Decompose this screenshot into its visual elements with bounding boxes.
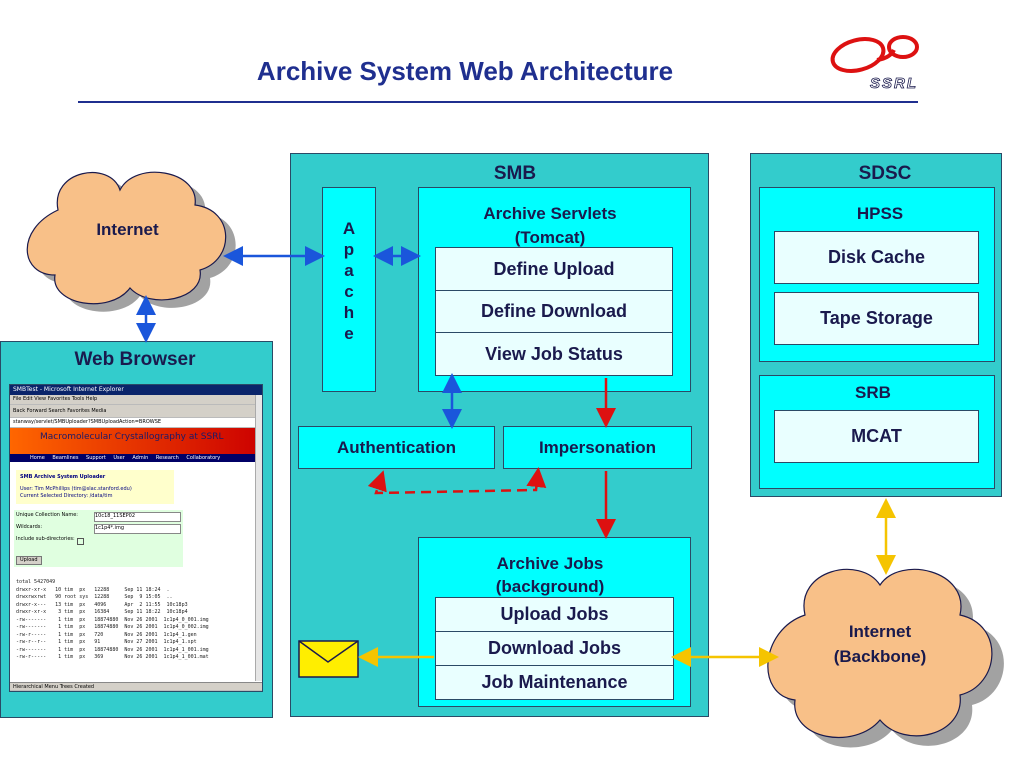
listing-line: drwxr-xr-x 10 tim px 12288 Sep 11 18:24 … bbox=[16, 586, 170, 593]
job-maintenance: Job Maintenance bbox=[435, 665, 674, 700]
browser-nav: Home Beamlines Support User Admin Resear… bbox=[10, 454, 262, 462]
listing-line: drwxrwxrwt 90 root sys 12288 Sep 9 15:05… bbox=[16, 594, 173, 600]
apache-box: A p a c h e bbox=[322, 187, 376, 392]
browser-menu-bar: File Edit View Favorites Tools Help bbox=[10, 395, 262, 405]
uploader-title: SMB Archive System Uploader bbox=[20, 474, 106, 480]
form-label: Include sub-directories: bbox=[16, 536, 75, 542]
servlets-sublabel: (Tomcat) bbox=[514, 228, 586, 247]
jobs-label: Archive Jobs bbox=[496, 554, 604, 573]
subdir-checkbox[interactable] bbox=[76, 538, 84, 545]
servlets-label: Archive Servlets bbox=[483, 204, 617, 223]
page-title: Archive System Web Architecture bbox=[256, 56, 674, 86]
browser-address-bar: stanway/servlet/SMBUploader?SMBUploadAct… bbox=[10, 418, 262, 428]
web-browser-label: Web Browser bbox=[74, 349, 196, 370]
srb-label: SRB bbox=[855, 383, 891, 402]
listing-line: -rw-r--r-- 1 tim px 91 Nov 27 2001 1c1p4… bbox=[16, 639, 197, 645]
listing-line: -rw------- 1 tim px 18874880 Nov 26 2001… bbox=[16, 616, 209, 623]
mcat: MCAT bbox=[774, 410, 979, 463]
internet-cloud bbox=[26, 171, 236, 312]
apache-letter: A bbox=[342, 219, 356, 238]
listing-line: -rw-r----- 1 tim px 369 Nov 26 2001 1c1p… bbox=[16, 654, 209, 660]
uploader-info: SMB Archive System Uploader User: Tim Mc… bbox=[16, 470, 174, 504]
apache-letter: c bbox=[344, 282, 354, 301]
uploader-user: User: Tim McPhillips (tim@slac.stanford.… bbox=[20, 486, 132, 492]
authentication-label: Authentication bbox=[337, 437, 456, 457]
collection-name-input[interactable]: 10c18_11SEP02 bbox=[94, 512, 181, 522]
browser-screenshot: SMBTest - Microsoft Internet Explorer Fi… bbox=[9, 384, 263, 692]
form-label: Unique Collection Name: bbox=[16, 512, 78, 518]
form-label: Wildcards: bbox=[16, 524, 43, 530]
jobs-sublabel: (background) bbox=[495, 577, 605, 596]
ssrl-logo: SSRL bbox=[830, 35, 919, 92]
browser-banner: Macromolecular Crystallography at SSRL bbox=[10, 428, 262, 454]
define-download: Define Download bbox=[435, 290, 673, 333]
listing-line: -rw-r----- 1 tim px 720 Nov 26 2001 1c1p… bbox=[16, 631, 197, 638]
backbone-cloud-line2: (Backbone) bbox=[833, 647, 927, 666]
auth-impersonation-dashed-link bbox=[367, 467, 547, 495]
listing-line: drwxr-xr-x 3 tim px 16384 Sep 11 18:22 1… bbox=[16, 609, 188, 615]
authentication-box: Authentication bbox=[298, 426, 495, 469]
define-upload: Define Upload bbox=[435, 247, 673, 291]
listing-line: drwxr-x--- 13 tim px 4096 Apr 2 11:55 10… bbox=[16, 601, 188, 608]
listing-line: -rw------- 1 tim px 18874880 Nov 26 2001… bbox=[16, 624, 209, 630]
apache-letter: a bbox=[344, 261, 354, 280]
browser-toolbar: Back Forward Search Favorites Media bbox=[10, 405, 262, 418]
internet-backbone-cloud bbox=[767, 568, 1004, 748]
apache-letter: h bbox=[343, 303, 355, 322]
apache-letter: e bbox=[344, 324, 354, 343]
listing-line: -rw------- 1 tim px 18874880 Nov 26 2001… bbox=[16, 646, 209, 653]
tape-storage: Tape Storage bbox=[774, 292, 979, 345]
upload-jobs: Upload Jobs bbox=[435, 597, 674, 632]
browser-scrollbar[interactable] bbox=[255, 395, 262, 681]
logo-text: SSRL bbox=[870, 75, 918, 92]
backbone-cloud-line1: Internet bbox=[848, 622, 912, 641]
sdsc-label: SDSC bbox=[858, 163, 912, 184]
title-underline bbox=[78, 101, 918, 103]
listing-line: total 5427049 bbox=[16, 579, 56, 585]
file-listing: total 5427049 drwxr-xr-x 10 tim px 12288… bbox=[16, 579, 262, 662]
disk-cache: Disk Cache bbox=[774, 231, 979, 284]
browser-title-bar: SMBTest - Microsoft Internet Explorer bbox=[10, 385, 262, 395]
upload-form: Unique Collection Name: 10c18_11SEP02 Wi… bbox=[14, 510, 183, 567]
envelope-icon bbox=[298, 640, 359, 678]
uploader-dir: Current Selected Directory: /data/tim bbox=[20, 493, 113, 499]
smb-label: SMB bbox=[493, 163, 537, 184]
apache-letter: p bbox=[343, 240, 355, 259]
impersonation-label: Impersonation bbox=[538, 437, 657, 457]
upload-button[interactable]: Upload bbox=[16, 556, 42, 565]
browser-status-bar: Hierarchical Menu Trees Created bbox=[10, 682, 262, 691]
impersonation-box: Impersonation bbox=[503, 426, 692, 469]
wildcards-input[interactable]: 1c1p4*.img bbox=[94, 524, 181, 534]
hpss-label: HPSS bbox=[856, 204, 904, 223]
internet-cloud-label: Internet bbox=[96, 220, 159, 239]
view-job-status: View Job Status bbox=[435, 332, 673, 376]
